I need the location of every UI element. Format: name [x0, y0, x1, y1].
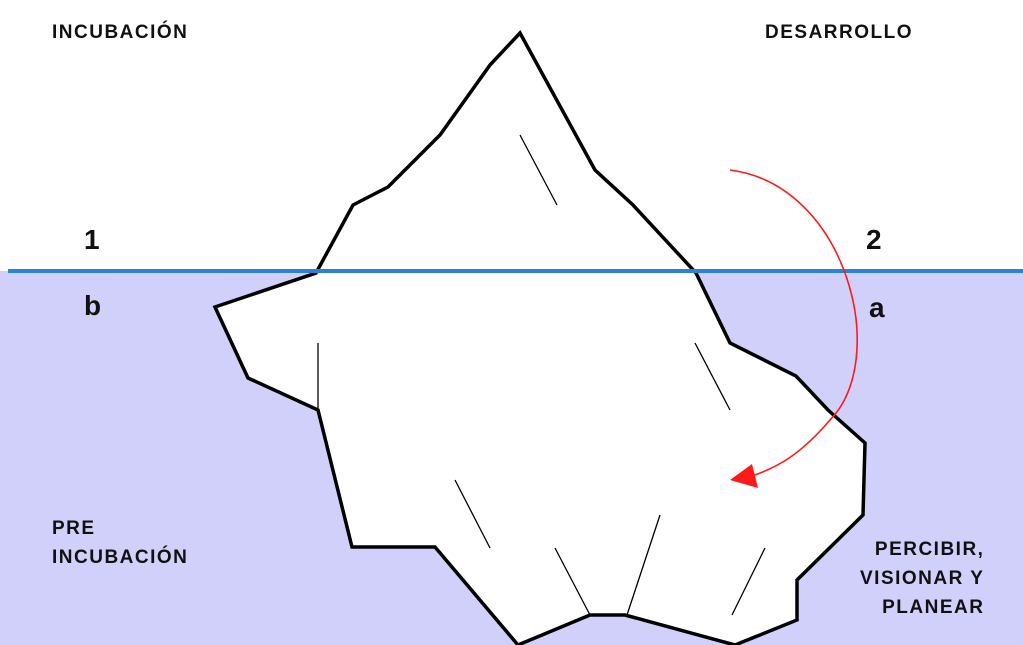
percibir-line: PERCIBIR, — [860, 535, 984, 564]
stage-number-2: 2 — [866, 224, 882, 256]
pre-incubacion-line: INCUBACIÓN — [52, 543, 188, 572]
percibir-label: PERCIBIR, VISIONAR Y PLANEAR — [860, 535, 984, 622]
percibir-line: VISIONAR Y — [860, 564, 984, 593]
desarrollo-label: DESARROLLO — [765, 18, 913, 47]
incubacion-label: INCUBACIÓN — [52, 18, 188, 47]
stage-letter-a: a — [869, 292, 885, 324]
pre-incubacion-label: PRE INCUBACIÓN — [52, 514, 188, 572]
stage-number-1: 1 — [84, 224, 100, 256]
iceberg-shape — [215, 33, 865, 645]
pre-incubacion-line: PRE — [52, 514, 188, 543]
stage-letter-b: b — [84, 290, 101, 322]
percibir-line: PLANEAR — [860, 593, 984, 622]
